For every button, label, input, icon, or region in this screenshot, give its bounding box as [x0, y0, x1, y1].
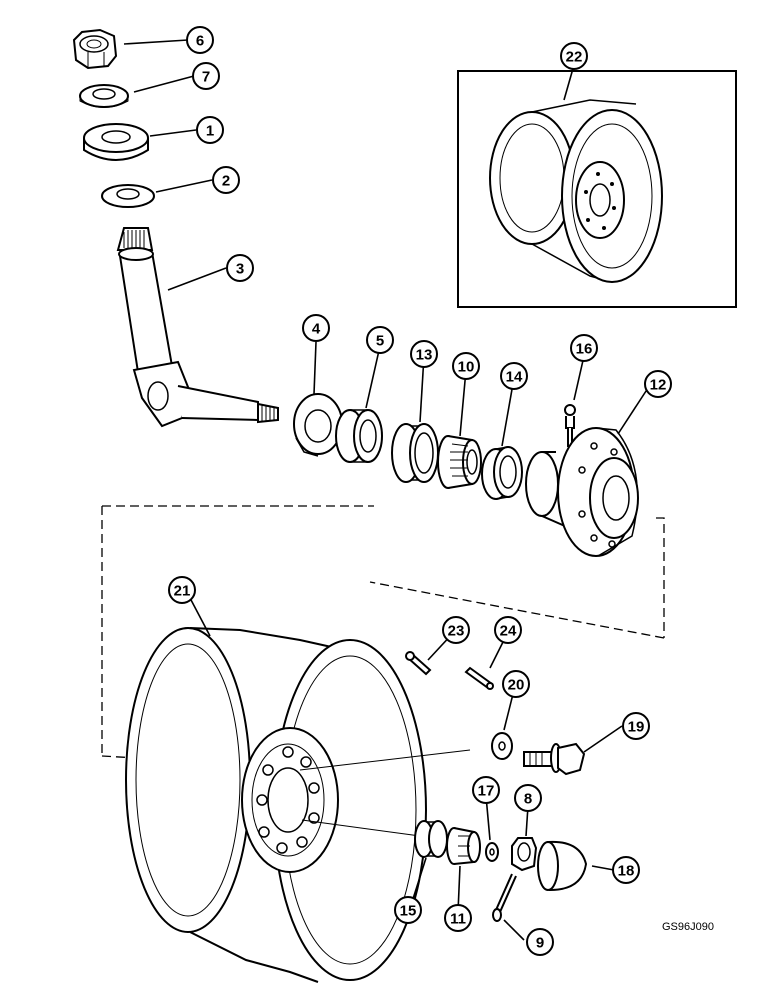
part-7-washer	[79, 84, 129, 108]
svg-text:1: 1	[206, 123, 214, 140]
callout-7: 7	[192, 62, 220, 90]
svg-text:14: 14	[506, 369, 523, 386]
svg-text:6: 6	[196, 33, 204, 50]
part-5-seal	[335, 409, 383, 463]
part-4-dust-shield	[293, 393, 343, 457]
part-2-washer	[101, 184, 155, 208]
inset-box	[457, 70, 737, 308]
svg-text:12: 12	[650, 377, 667, 394]
callout-3: 3	[226, 254, 254, 282]
part-23-wheel-bolt	[405, 651, 432, 676]
callout-16: 16	[570, 334, 598, 362]
part-11-bearing-cone	[446, 827, 481, 865]
callout-14: 14	[500, 362, 528, 390]
callout-17: 17	[472, 776, 500, 804]
callout-11: 11	[444, 904, 472, 932]
callout-18: 18	[612, 856, 640, 884]
callout-21: 21	[168, 576, 196, 604]
part-10-bearing-cone	[437, 435, 482, 489]
svg-text:24: 24	[500, 623, 517, 640]
part-21-wheel-rim	[125, 627, 471, 983]
svg-text:22: 22	[566, 49, 583, 66]
callout-10: 10	[452, 352, 480, 380]
callout-19: 19	[622, 712, 650, 740]
part-13-bearing-cup	[391, 423, 439, 483]
callouts: 6 7 1 2 3 4 5 13	[168, 26, 672, 956]
svg-text:10: 10	[458, 359, 475, 376]
callout-9: 9	[526, 928, 554, 956]
part-15-bearing-cup	[414, 820, 448, 858]
svg-text:19: 19	[628, 719, 645, 736]
callout-20: 20	[502, 670, 530, 698]
svg-text:7: 7	[202, 69, 210, 86]
svg-text:5: 5	[376, 333, 384, 350]
part-18-hub-cap	[537, 840, 588, 892]
part-3-spindle	[116, 227, 279, 428]
part-12-wheel-hub	[525, 427, 639, 557]
figure-reference-code: GS96J090	[662, 921, 714, 933]
callout-22: 22	[560, 42, 588, 70]
callout-8: 8	[514, 784, 542, 812]
part-14-bearing-cup	[481, 446, 523, 500]
svg-text:8: 8	[524, 791, 532, 808]
svg-text:4: 4	[312, 321, 321, 338]
callout-6: 6	[186, 26, 214, 54]
svg-text:15: 15	[400, 903, 417, 920]
part-6-nut	[72, 28, 118, 70]
part-16-grease-fitting	[564, 404, 576, 447]
svg-text:23: 23	[448, 623, 465, 640]
callout-23: 23	[442, 616, 470, 644]
assembly-outline	[101, 505, 665, 771]
svg-text:17: 17	[478, 783, 495, 800]
svg-text:13: 13	[416, 347, 433, 364]
part-17-washer	[485, 842, 499, 862]
part-8-castle-nut	[511, 837, 538, 872]
svg-text:20: 20	[508, 677, 525, 694]
part-20-washer	[491, 732, 513, 760]
part-22-alternate-wheel	[489, 99, 663, 283]
part-1-spacer	[83, 123, 149, 161]
part-19-flange-bolt	[523, 742, 586, 776]
svg-text:2: 2	[222, 173, 230, 190]
callout-2: 2	[212, 166, 240, 194]
svg-text:9: 9	[536, 935, 544, 952]
svg-text:21: 21	[174, 583, 191, 600]
part-9-cotter-pin	[492, 873, 517, 922]
callout-5: 5	[366, 326, 394, 354]
part-24-valve-stem	[464, 666, 494, 690]
svg-text:3: 3	[236, 261, 244, 278]
callout-15: 15	[394, 896, 422, 924]
svg-text:16: 16	[576, 341, 593, 358]
callout-1: 1	[196, 116, 224, 144]
callout-24: 24	[494, 616, 522, 644]
callout-13: 13	[410, 340, 438, 368]
callout-4: 4	[302, 314, 330, 342]
svg-text:18: 18	[618, 863, 635, 880]
svg-text:11: 11	[450, 911, 466, 928]
callout-12: 12	[644, 370, 672, 398]
